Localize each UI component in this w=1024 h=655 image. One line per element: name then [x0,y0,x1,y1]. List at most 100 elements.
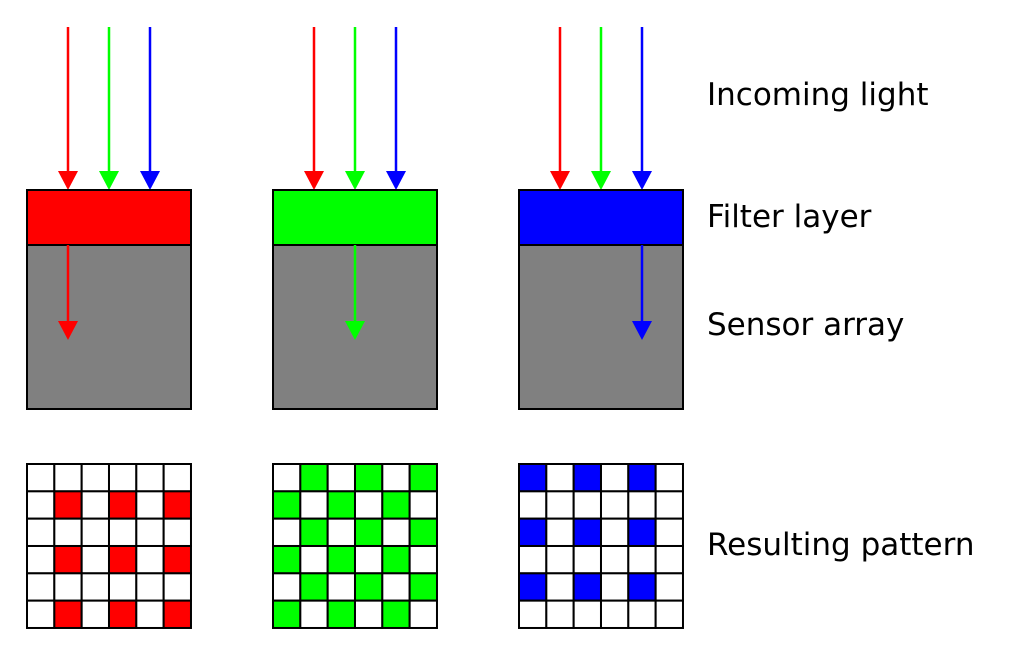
pattern-cell [408,544,438,575]
pattern-cell [272,490,302,520]
pattern-cell [627,517,657,547]
pattern-cell [272,572,302,602]
red-filter [26,189,192,246]
pattern-cell [627,572,657,602]
pattern-cell [80,572,110,602]
pattern-cell [353,463,384,493]
pattern-cell [353,599,384,629]
pattern-cell [381,544,411,575]
pattern-cell [53,463,83,493]
passed-blue-arrow-head [632,321,652,340]
pattern-cell [545,463,575,493]
pattern-cell [326,463,356,493]
incoming-green-arrow-1-head [99,171,119,190]
pattern-cell [654,463,684,493]
incoming-blue-arrow-1-head [140,171,160,190]
pattern-cell [26,599,56,629]
pattern-cell [599,572,630,602]
pattern-cell [545,572,575,602]
pattern-cell [572,544,602,575]
pattern-cell [518,490,548,520]
pattern-cell [299,572,329,602]
passed-green-arrow-head [345,321,365,340]
incoming-red-arrow-1-head [58,171,78,190]
pattern-cell [162,544,192,575]
pattern-cell [107,490,138,520]
pattern-cell [162,572,192,602]
pattern-cell [135,463,165,493]
pattern-cell [599,463,630,493]
pattern-cell [299,544,329,575]
pattern-cell [80,490,110,520]
pattern-cell [381,572,411,602]
pattern-cell [53,517,83,547]
passed-red-arrow-head [58,321,78,340]
pattern-cell [381,463,411,493]
pattern-cell [80,599,110,629]
pattern-cell [135,544,165,575]
pattern-cell [381,490,411,520]
pattern-cell [326,517,356,547]
pattern-cell [53,544,83,575]
pattern-cell [381,517,411,547]
incoming-green-arrow-3-head [591,171,611,190]
pattern-cell [599,490,630,520]
pattern-cell [26,544,56,575]
pattern-cell [627,490,657,520]
pattern-cell [353,490,384,520]
pattern-cell [326,544,356,575]
pattern-cell [162,463,192,493]
pattern-cell [107,572,138,602]
pattern-cell [26,517,56,547]
pattern-cell [53,572,83,602]
pattern-cell [326,572,356,602]
pattern-cell [26,463,56,493]
pattern-cell [135,517,165,547]
pattern-cell [135,599,165,629]
pattern-cell [518,599,548,629]
pattern-cell [408,517,438,547]
incoming-blue-arrow-2-head [386,171,406,190]
sensor-block-1 [26,244,192,410]
pattern-cell [408,463,438,493]
pattern-cell [135,572,165,602]
pattern-cell [353,544,384,575]
pattern-cell [326,490,356,520]
resulting-pattern-label: Resulting pattern [707,527,975,563]
pattern-cell [518,463,548,493]
filter-layer-label: Filter layer [707,199,872,235]
pattern-cell [654,544,684,575]
pattern-cell [353,517,384,547]
pattern-cell [299,599,329,629]
pattern-cell [408,490,438,520]
pattern-cell [26,490,56,520]
pattern-cell [572,517,602,547]
pattern-cell [107,463,138,493]
incoming-light-label: Incoming light [707,77,929,113]
pattern-cell [627,599,657,629]
pattern-cell [627,463,657,493]
pattern-cell [53,599,83,629]
pattern-cell [545,544,575,575]
pattern-cell [599,517,630,547]
pattern-cell [599,599,630,629]
pattern-cell [326,599,356,629]
pattern-cell [80,463,110,493]
pattern-cell [545,490,575,520]
green-filter [272,189,438,246]
pattern-cell [272,517,302,547]
pattern-cell [135,490,165,520]
pattern-cell [381,599,411,629]
incoming-green-arrow-2-head [345,171,365,190]
pattern-cell [299,517,329,547]
pattern-cell [272,599,302,629]
pattern-cell [654,490,684,520]
pattern-cell [272,463,302,493]
pattern-cell [107,544,138,575]
pattern-cell [408,572,438,602]
pattern-cell [572,490,602,520]
pattern-cell [80,517,110,547]
pattern-cell [107,517,138,547]
pattern-cell [654,517,684,547]
incoming-blue-arrow-3-head [632,171,652,190]
